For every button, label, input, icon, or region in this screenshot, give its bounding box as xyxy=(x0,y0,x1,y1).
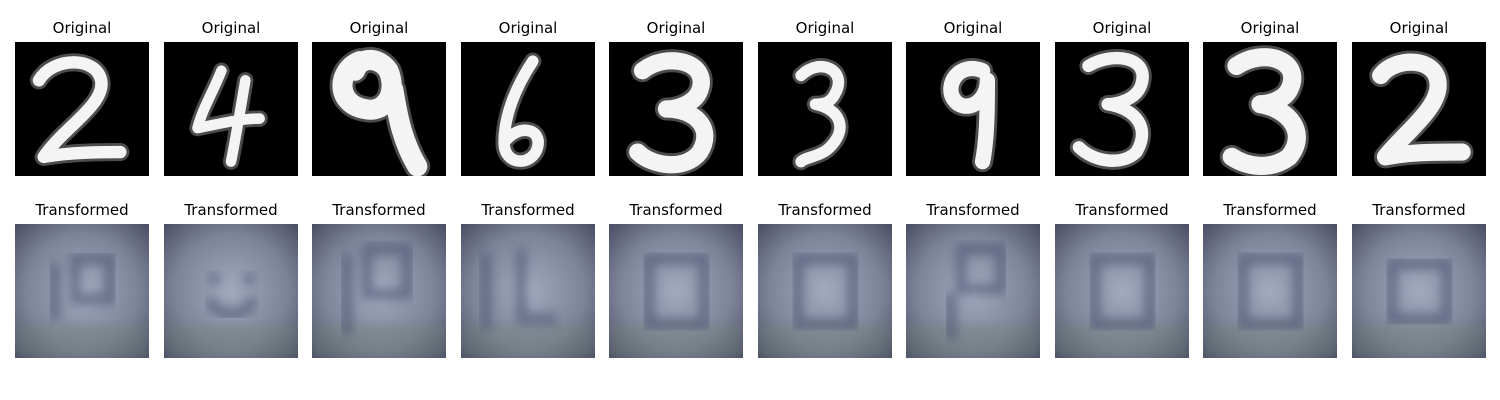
original-digit-image xyxy=(164,42,298,176)
original-digit-image xyxy=(1352,42,1486,176)
transformed-image xyxy=(758,224,892,358)
transformed-image xyxy=(461,224,595,358)
original-title: Original xyxy=(498,19,558,37)
original-digit-image xyxy=(312,42,446,176)
original-title: Original xyxy=(201,19,261,37)
transformed-title: Transformed xyxy=(926,201,1020,219)
transformed-image xyxy=(1203,224,1337,358)
original-title: Original xyxy=(52,19,112,37)
original-digit-image xyxy=(758,42,892,176)
transformed-image xyxy=(1352,224,1486,358)
transformed-image xyxy=(312,224,446,358)
original-digit-image xyxy=(1055,42,1189,176)
original-digit-image xyxy=(461,42,595,176)
transformed-title: Transformed xyxy=(1372,201,1466,219)
transformed-image xyxy=(906,224,1040,358)
original-digit-image xyxy=(906,42,1040,176)
transformed-title: Transformed xyxy=(35,201,129,219)
transformed-title: Transformed xyxy=(1075,201,1169,219)
transformed-title: Transformed xyxy=(629,201,723,219)
original-title: Original xyxy=(1240,19,1300,37)
transformed-image xyxy=(164,224,298,358)
transformed-image xyxy=(609,224,743,358)
original-title: Original xyxy=(943,19,1003,37)
transformed-title: Transformed xyxy=(778,201,872,219)
original-title: Original xyxy=(349,19,409,37)
original-digit-image xyxy=(15,42,149,176)
original-title: Original xyxy=(795,19,855,37)
transformed-image xyxy=(1055,224,1189,358)
transformed-title: Transformed xyxy=(332,201,426,219)
original-title: Original xyxy=(1389,19,1449,37)
original-digit-image xyxy=(609,42,743,176)
transformed-title: Transformed xyxy=(184,201,278,219)
original-title: Original xyxy=(646,19,706,37)
transformed-title: Transformed xyxy=(481,201,575,219)
original-digit-image xyxy=(1203,42,1337,176)
original-title: Original xyxy=(1092,19,1152,37)
transformed-image xyxy=(15,224,149,358)
transformed-title: Transformed xyxy=(1223,201,1317,219)
